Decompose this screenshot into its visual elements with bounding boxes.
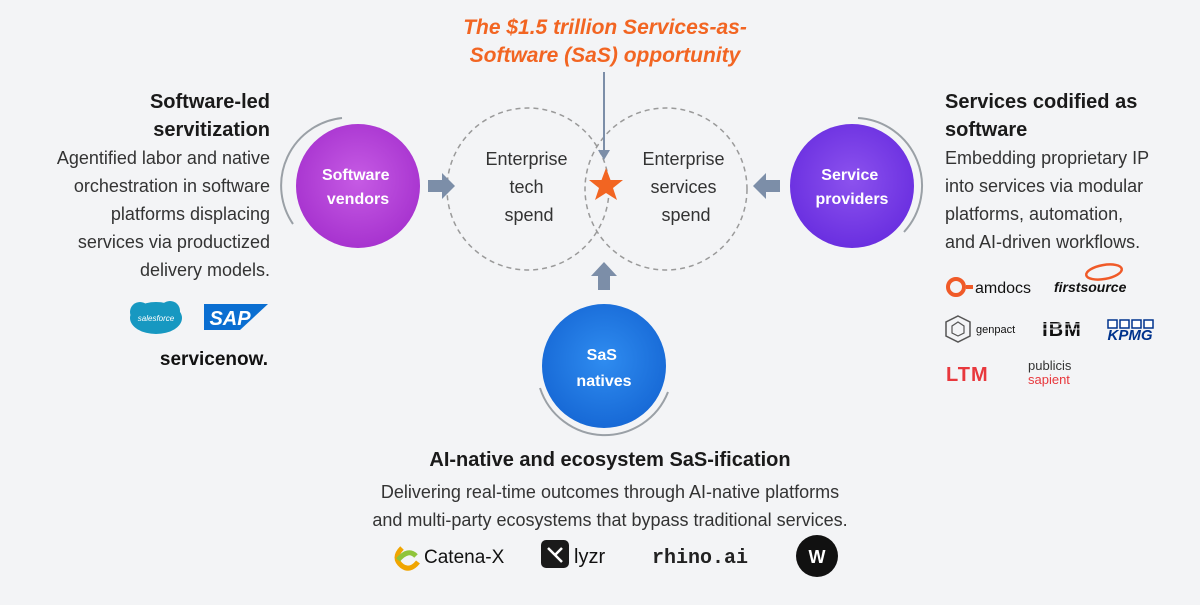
sas-natives-label: SaS natives — [576, 347, 631, 390]
svg-text:IBM: IBM — [1042, 319, 1082, 341]
svg-text:servicenow.: servicenow. — [160, 349, 268, 370]
w-logo: W — [796, 535, 838, 577]
ltm-logo: LTM — [946, 364, 989, 386]
right-block: Services codified as software Embedding … — [945, 88, 1195, 256]
bottom-block-arrow — [591, 262, 617, 290]
right-desc-line: and AI-driven workflows. — [945, 232, 1141, 252]
right-description: Embedding proprietary IP into services v… — [945, 144, 1195, 256]
right-block-arrow — [753, 173, 780, 199]
bottom-description: Delivering real-time outcomes through AI… — [300, 478, 920, 534]
left-desc-line: services via productized — [77, 232, 270, 252]
headline: The $1.5 trillion Services-as- Software … — [400, 14, 810, 70]
svg-text:amdocs: amdocs — [975, 280, 1031, 297]
bottom-desc-line-1: Delivering real-time outcomes through AI… — [380, 482, 840, 502]
headline-line-2: Software (SaS) opportunity — [469, 44, 741, 67]
headline-line-1: The $1.5 trillion Services-as- — [463, 16, 747, 39]
left-desc-line: orchestration in software — [73, 176, 270, 196]
publicis-sapient-logo: publicis sapient — [1028, 358, 1072, 387]
service-providers-label: Service providers — [816, 167, 889, 208]
svg-text:LTM: LTM — [946, 364, 989, 386]
right-title-line-2: software — [945, 119, 1028, 141]
service-providers-arc — [857, 117, 923, 233]
left-desc-line: delivery models. — [139, 260, 270, 280]
sas-natives-arc — [539, 387, 669, 437]
service-providers-circle — [790, 124, 914, 248]
svg-text:genpact: genpact — [976, 324, 1015, 336]
amdocs-logo: amdocs — [946, 277, 1031, 297]
right-desc-line: into services via modular — [945, 176, 1144, 196]
ibm-logo: IBM — [1040, 319, 1086, 341]
sas-natives-circle — [542, 304, 666, 428]
sap-logo: SAP — [204, 304, 268, 330]
svg-text:W: W — [809, 547, 826, 567]
lyzr-logo: lyzr — [541, 540, 605, 568]
tech-spend-label: Enterprise tech spend — [485, 149, 572, 225]
left-title-line-1: Software-led — [149, 91, 270, 113]
software-vendors-circle — [296, 124, 420, 248]
svg-text:sapient: sapient — [1028, 372, 1070, 387]
left-desc-line: platforms displacing — [110, 204, 270, 224]
svg-text:rhino.ai: rhino.ai — [652, 547, 748, 570]
firstsource-logo: firstsource — [1054, 263, 1127, 295]
software-vendors-label: Software vendors — [322, 167, 394, 208]
svg-text:lyzr: lyzr — [574, 546, 605, 568]
servicenow-logo: servicenow. — [160, 349, 268, 370]
svg-text:firstsource: firstsource — [1054, 279, 1127, 295]
software-vendors-arc — [280, 117, 343, 225]
left-description: Agentified labor and native orchestratio… — [20, 144, 270, 284]
left-title-line-2: servitization — [153, 119, 270, 141]
bottom-desc-line-2: and multi-party ecosystems that bypass t… — [372, 510, 848, 530]
services-spend-label: Enterprise services spend — [642, 149, 729, 225]
right-title-line-1: Services codified as — [945, 91, 1138, 113]
svg-text:publicis: publicis — [1028, 358, 1072, 373]
left-block: Software-led servitization Agentified la… — [20, 88, 270, 284]
services-spend-circle — [584, 107, 748, 271]
kpmg-logo: KPMG — [1107, 319, 1154, 344]
left-desc-line: Agentified labor and native — [56, 148, 270, 168]
right-desc-line: Embedding proprietary IP — [945, 148, 1150, 168]
left-block-arrow — [428, 173, 455, 199]
svg-text:KPMG: KPMG — [1108, 327, 1153, 344]
right-title: Services codified as software — [945, 88, 1195, 144]
salesforce-logo: salesforce — [130, 301, 182, 334]
svg-text:Catena-X: Catena-X — [424, 547, 505, 568]
svg-text:salesforce: salesforce — [138, 314, 175, 323]
rhino-ai-logo: rhino.ai — [652, 547, 748, 570]
catena-x-logo: Catena-X — [394, 546, 505, 571]
bottom-title: AI-native and ecosystem SaS-ification — [429, 449, 791, 471]
star-icon — [589, 168, 623, 200]
genpact-logo: genpact — [945, 315, 1015, 343]
svg-text:SAP: SAP — [209, 308, 251, 330]
left-title: Software-led servitization — [20, 88, 270, 144]
right-desc-line: platforms, automation, — [945, 204, 1124, 224]
headline-arrow-head — [598, 150, 610, 160]
